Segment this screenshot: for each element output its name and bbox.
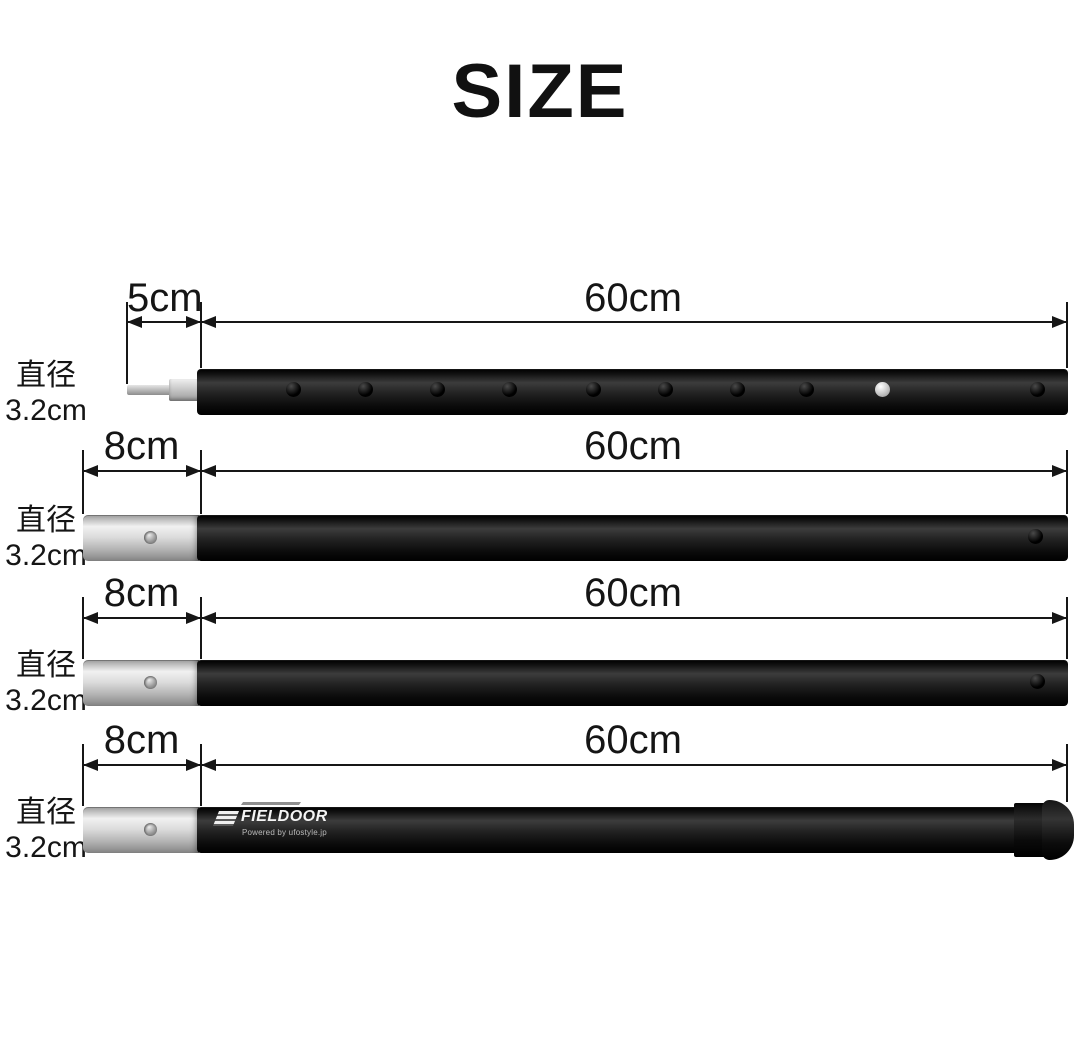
adjustment-hole (430, 382, 445, 397)
push-button (144, 823, 157, 836)
arrowhead-right-icon (186, 316, 201, 328)
segment-length-label: 8cm (103, 424, 180, 468)
arrowhead-right-icon (1052, 759, 1067, 771)
dimension-tick (200, 450, 202, 514)
brand-tagline: Powered by ufostyle.jp (242, 828, 327, 837)
rubber-end-cap (1042, 800, 1074, 860)
arrowhead-left-icon (201, 612, 216, 624)
arrowhead-right-icon (1052, 465, 1067, 477)
adjustment-hole (1028, 529, 1043, 544)
push-button (144, 676, 157, 689)
pole-insert-pin (127, 385, 173, 395)
arrowhead-right-icon (1052, 612, 1067, 624)
dimension-arrow (201, 612, 1067, 624)
arrowhead-right-icon (186, 612, 201, 624)
arrowhead-left-icon (127, 316, 142, 328)
pole-insert-collar (169, 379, 199, 401)
adjustment-hole (586, 382, 601, 397)
arrowhead-left-icon (201, 759, 216, 771)
diameter-text: 直径 (16, 649, 76, 682)
adjustment-hole (730, 382, 745, 397)
arrowhead-right-icon (186, 759, 201, 771)
dimension-tick (82, 597, 84, 659)
pole-length-label: 60cm (584, 276, 682, 320)
diameter-label: 直径 3.2cm (0, 503, 92, 573)
pole-black-section (197, 660, 1068, 706)
pole-black-section: FIELDOOR Powered by ufostyle.jp (197, 802, 1020, 853)
adjustment-hole (502, 382, 517, 397)
pole-length-label: 60cm (584, 718, 682, 762)
push-button (144, 531, 157, 544)
arrowhead-right-icon (1052, 316, 1067, 328)
pole-silver-connector (83, 660, 199, 706)
arrowhead-left-icon (201, 316, 216, 328)
dimension-tick (1066, 744, 1068, 802)
diameter-text: 直径 (16, 796, 76, 829)
dimension-tick (200, 597, 202, 659)
dimension-arrow (83, 759, 201, 771)
dimension-tick (200, 744, 202, 806)
brand-name: FIELDOOR (241, 808, 328, 825)
adjustment-hole (1030, 674, 1045, 689)
segment-length-label: 8cm (103, 571, 180, 615)
diameter-text: 直径 (16, 504, 76, 537)
diameter-value: 3.2cm (5, 539, 87, 572)
dimension-tick (126, 302, 128, 384)
dimension-tick (1066, 302, 1068, 368)
adjustment-hole (358, 382, 373, 397)
adjustment-hole (658, 382, 673, 397)
rubber-end-cap-neck (1014, 803, 1046, 857)
dimension-tick (1066, 597, 1068, 659)
diameter-value: 3.2cm (5, 394, 87, 427)
arrowhead-right-icon (186, 465, 201, 477)
adjustment-hole (799, 382, 814, 397)
dimension-arrow (127, 316, 201, 328)
dimension-tick (82, 744, 84, 806)
arrowhead-left-icon (83, 465, 98, 477)
page-title: SIZE (451, 49, 629, 134)
flag-icon (212, 811, 240, 826)
diameter-text: 直径 (16, 359, 76, 392)
pole-length-label: 60cm (584, 571, 682, 615)
arrowhead-left-icon (83, 612, 98, 624)
dimension-tick (200, 302, 202, 368)
arrowhead-left-icon (83, 759, 98, 771)
pole-silver-connector (83, 807, 199, 853)
pole-length-label: 60cm (584, 424, 682, 468)
adjustment-hole (286, 382, 301, 397)
pole-black-section (197, 515, 1068, 561)
dimension-tick (1066, 450, 1068, 514)
brand-logo: FIELDOOR Powered by ufostyle.jp (212, 802, 336, 846)
dimension-arrow (83, 612, 201, 624)
segment-length-label: 5cm (127, 276, 203, 320)
diameter-label: 直径 3.2cm (0, 795, 92, 865)
pole-silver-connector (83, 515, 199, 561)
diameter-label: 直径 3.2cm (0, 358, 92, 428)
pole-black-section (197, 369, 1068, 415)
segment-length-label: 8cm (103, 718, 180, 762)
diameter-label: 直径 3.2cm (0, 648, 92, 718)
logo-dash-icon (240, 802, 302, 805)
arrowhead-left-icon (201, 465, 216, 477)
dimension-arrow (201, 316, 1067, 328)
diameter-value: 3.2cm (5, 831, 87, 864)
diameter-value: 3.2cm (5, 684, 87, 717)
dimension-arrow (201, 465, 1067, 477)
push-button (875, 382, 890, 397)
dimension-arrow (201, 759, 1067, 771)
dimension-arrow (83, 465, 201, 477)
dimension-tick (82, 450, 84, 514)
adjustment-hole (1030, 382, 1045, 397)
